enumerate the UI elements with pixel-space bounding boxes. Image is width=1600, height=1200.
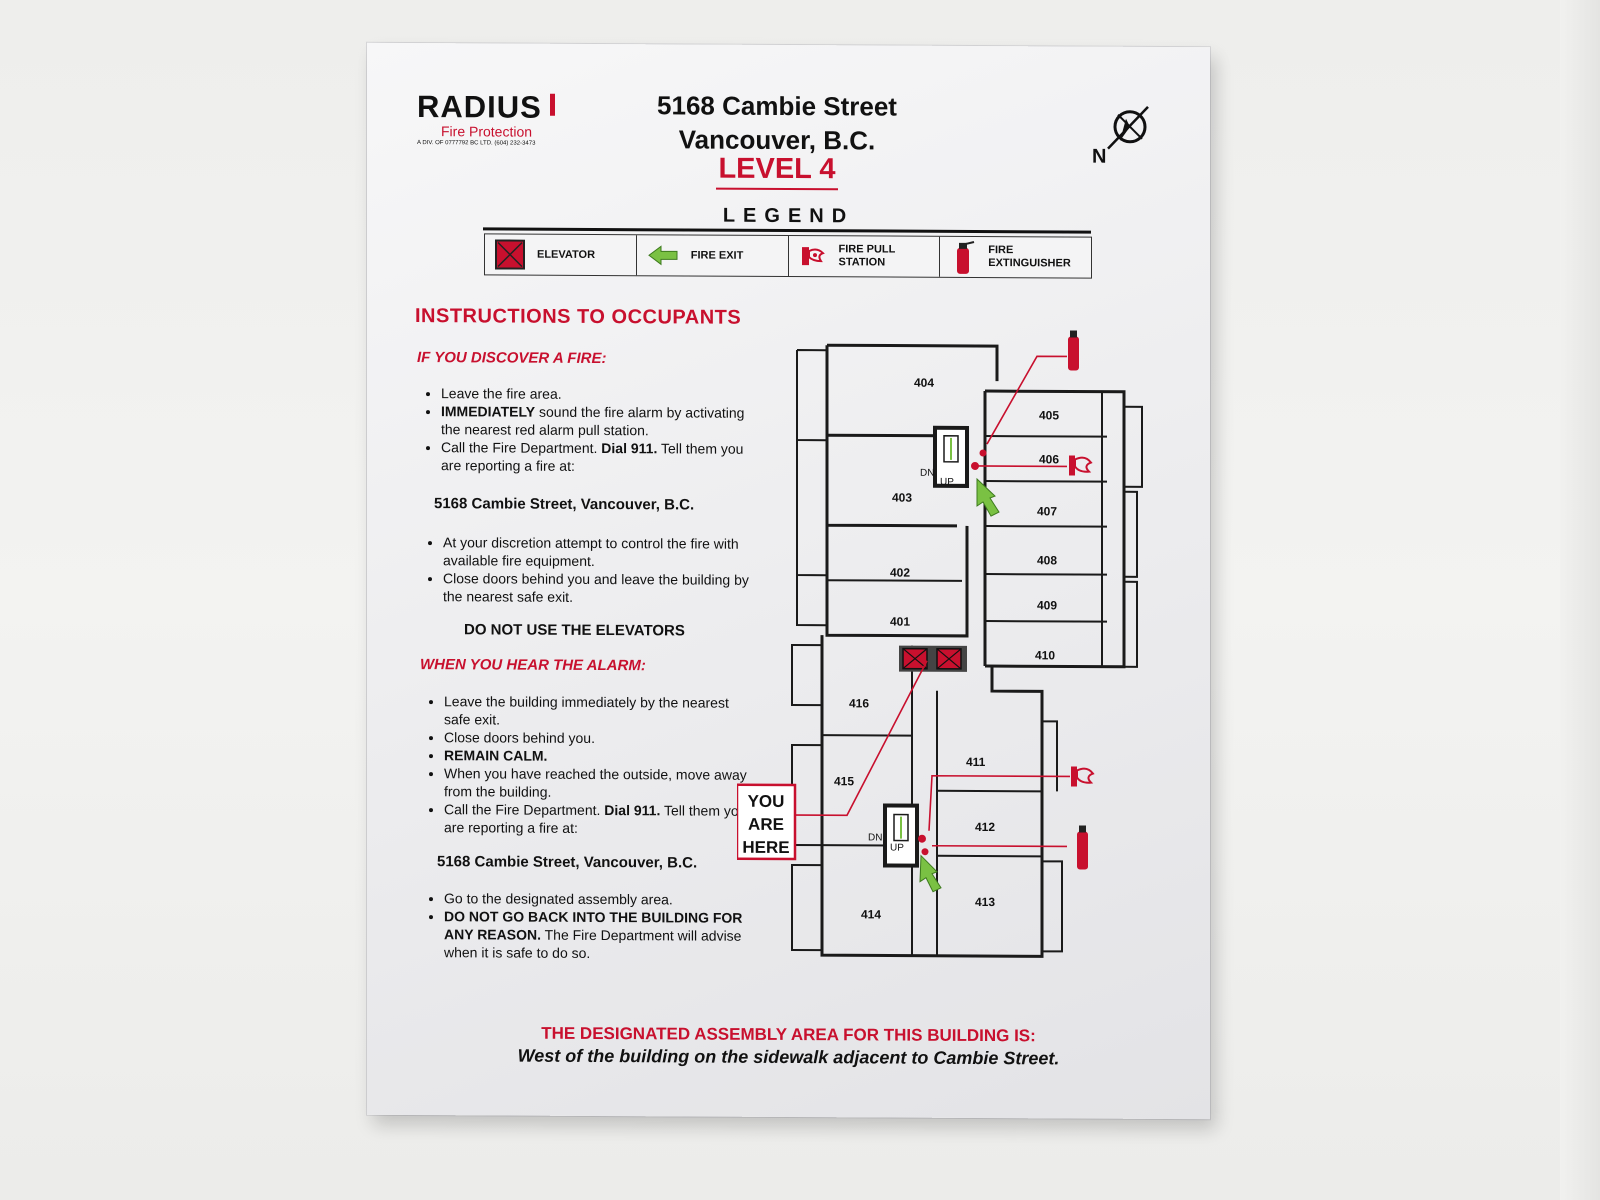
discover-fire-list-2: At your discretion attempt to control th… <box>419 533 753 607</box>
legend-label-extinguisher-line-1: FIRE <box>988 244 1014 257</box>
you-are-here-marker: YOU ARE HERE <box>737 783 797 861</box>
building-address: 5168 Cambie Street Vancouver, B.C. <box>637 88 917 157</box>
fire-pull-station-icon <box>801 247 825 266</box>
unit-401: 401 <box>890 615 910 629</box>
alarm-bullet-3: REMAIN CALM. <box>444 746 754 766</box>
unit-405: 405 <box>1039 408 1059 422</box>
alarm-bullet-7: DO NOT GO BACK INTO THE BUILDING FOR ANY… <box>444 907 754 963</box>
discover-bullet-3-text: Call the Fire Department. <box>441 439 602 457</box>
discover-bullet-3: Call the Fire Department. Dial 911. Tell… <box>441 438 751 476</box>
fire-exit-arrow-south <box>919 854 942 893</box>
instructions-title: INSTRUCTIONS TO OCCUPANTS <box>415 305 742 329</box>
legend-label-fire-exit: FIRE EXIT <box>690 249 744 262</box>
legend-label-elevator: ELEVATOR <box>537 248 596 261</box>
unit-414: 414 <box>861 907 881 921</box>
stair-south-down-label: DN <box>868 832 882 843</box>
alarm-heading: WHEN YOU HEAR THE ALARM: <box>420 656 646 675</box>
pull-station-icon-ne <box>1069 455 1093 476</box>
discover-bullet-4: At your discretion attempt to control th… <box>443 533 753 571</box>
elevator-warning: DO NOT USE THE ELEVATORS <box>464 621 685 640</box>
alarm-bullet-5: Call the Fire Department. Dial 911. Tell… <box>444 800 754 838</box>
assembly-area-label: THE DESIGNATED ASSEMBLY AREA FOR THIS BU… <box>541 1023 1036 1046</box>
you-are-here-line-1: YOU <box>748 792 785 811</box>
legend-item-fire-exit: FIRE EXIT <box>636 235 789 276</box>
discover-bullet-3-bold: Dial 911. <box>601 440 658 457</box>
fire-safety-sign: RADIUS Fire Protection A DIV. OF 0777792… <box>367 42 1210 1120</box>
unit-412: 412 <box>975 820 995 834</box>
unit-410: 410 <box>1035 648 1055 662</box>
unit-415: 415 <box>834 774 854 788</box>
discover-fire-list: Leave the fire area. IMMEDIATELY sound t… <box>417 384 751 476</box>
alarm-bullet-2: Close doors behind you. <box>444 728 754 748</box>
unit-409: 409 <box>1037 598 1057 612</box>
alarm-bullet-5-bold: Dial 911. <box>604 802 661 819</box>
stair-south <box>883 803 919 868</box>
extinguisher-icon-se <box>1077 825 1088 870</box>
you-are-here-line-2: ARE <box>748 815 784 834</box>
brand-name: RADIUS <box>417 89 542 125</box>
legend-item-elevator: ELEVATOR <box>485 234 637 276</box>
alarm-bullet-5-text: Call the Fire Department. <box>444 801 605 819</box>
alarm-bullet-1: Leave the building immediately by the ne… <box>444 692 754 730</box>
stair-north-up-label: UP <box>940 477 954 488</box>
unit-407: 407 <box>1037 504 1057 518</box>
address-line-1: 5168 Cambie Street <box>657 90 897 122</box>
fire-exit-arrow-icon <box>647 245 678 266</box>
pull-station-marker-south <box>918 834 926 843</box>
brand-mark <box>549 93 555 116</box>
unit-416: 416 <box>849 696 869 710</box>
stair-north-down-label: DN <box>920 468 934 479</box>
alarm-list: Leave the building immediately by the ne… <box>420 692 754 838</box>
brand-info: A DIV. OF 0777792 BC LTD. (604) 232-3473 <box>417 140 536 147</box>
elevator-icon <box>495 239 525 270</box>
discover-bullet-2-bold: IMMEDIATELY <box>441 403 536 420</box>
discover-fire-heading: IF YOU DISCOVER A FIRE: <box>417 349 607 368</box>
wall-edge <box>1560 0 1600 1200</box>
discover-bullet-5: Close doors behind you and leave the bui… <box>443 569 753 607</box>
stair-north <box>933 425 969 488</box>
stair-south-up-label: UP <box>890 843 904 854</box>
you-are-here-line-3: HERE <box>742 838 789 857</box>
level-label: LEVEL 4 <box>716 152 838 191</box>
extinguisher-icon-nw <box>1068 330 1079 371</box>
alarm-bullet-6: Go to the designated assembly area. <box>444 889 754 909</box>
alarm-list-2: Go to the designated assembly area. DO N… <box>420 889 754 963</box>
unit-402: 402 <box>890 566 910 580</box>
level-title: LEVEL 4 <box>637 152 917 191</box>
legend-label-pull-station-line-1: FIRE PULL <box>838 243 896 256</box>
elevator-bank <box>899 645 967 672</box>
unit-406: 406 <box>1039 452 1059 466</box>
legend-title: LEGEND <box>722 204 855 228</box>
floor-plan: 404 405 406 403 407 408 402 409 401 410 … <box>737 330 1143 958</box>
extinguisher-marker-south <box>921 848 929 856</box>
unit-413: 413 <box>975 895 995 909</box>
north-compass-icon: N <box>1092 106 1149 167</box>
fire-extinguisher-icon <box>957 241 975 274</box>
unit-403: 403 <box>892 491 912 505</box>
discover-bullet-2: IMMEDIATELY sound the fire alarm by acti… <box>441 402 751 440</box>
alarm-bullet-4: When you have reached the outside, move … <box>444 764 754 802</box>
discover-address: 5168 Cambie Street, Vancouver, B.C. <box>434 495 695 514</box>
extinguisher-marker <box>979 449 987 457</box>
discover-bullet-1: Leave the fire area. <box>441 384 751 404</box>
assembly-area-value: West of the building on the sidewalk adj… <box>517 1045 1060 1069</box>
unit-408: 408 <box>1037 553 1057 567</box>
unit-411: 411 <box>966 755 986 769</box>
unit-404: 404 <box>914 376 934 390</box>
brand-logo: RADIUS Fire Protection A DIV. OF 0777792… <box>417 89 577 147</box>
brand-subtitle: Fire Protection <box>441 123 533 140</box>
fire-exit-arrow-north <box>976 477 1000 517</box>
legend-label-extinguisher-line-2: EXTINGUISHER <box>988 257 1071 270</box>
pull-station-icon-se <box>1071 766 1095 787</box>
legend-label-pull-station-line-2: STATION <box>838 256 886 269</box>
alarm-address: 5168 Cambie Street, Vancouver, B.C. <box>437 853 698 872</box>
compass-label: N <box>1092 146 1106 167</box>
